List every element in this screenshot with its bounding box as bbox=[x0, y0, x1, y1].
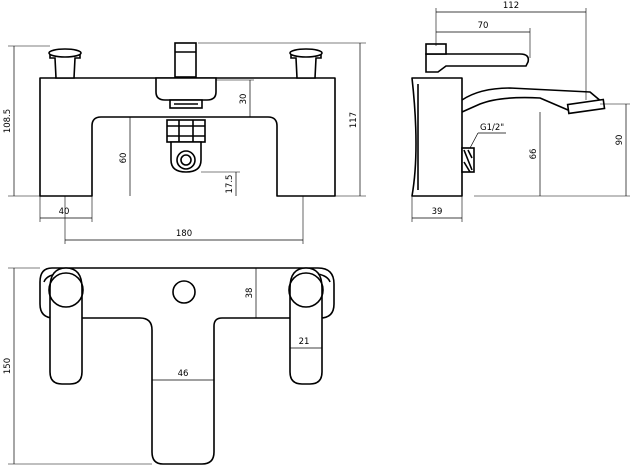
dim-side-70: 70 bbox=[478, 21, 489, 31]
front-connector-nut bbox=[166, 119, 206, 143]
plan-left-lever bbox=[49, 267, 83, 385]
dim-front-180: 180 bbox=[176, 229, 192, 239]
plan-body bbox=[39, 267, 335, 465]
dim-plan-150: 150 bbox=[3, 358, 13, 374]
dim-side-66: 66 bbox=[529, 149, 539, 160]
front-body bbox=[39, 77, 336, 197]
front-spout-head bbox=[155, 77, 217, 101]
dim-side-thread: G1/2" bbox=[480, 123, 504, 133]
dim-plan-21: 21 bbox=[299, 337, 310, 347]
dim-front-60: 60 bbox=[119, 153, 129, 164]
plan-view: 38 21 150 46 bbox=[3, 267, 335, 465]
dim-side-39: 39 bbox=[432, 207, 443, 217]
dim-front-17-5: 17.5 bbox=[225, 175, 235, 194]
dim-side-112: 112 bbox=[503, 1, 519, 11]
plan-right-lever bbox=[289, 267, 323, 385]
dim-front-108-5: 108.5 bbox=[3, 109, 13, 133]
front-view: 108.5 30 117 60 17.5 40 180 bbox=[3, 42, 366, 244]
front-diverter-knob bbox=[174, 42, 197, 78]
dim-front-30: 30 bbox=[239, 94, 249, 105]
dim-front-40: 40 bbox=[59, 207, 70, 217]
dim-front-117: 117 bbox=[349, 112, 359, 128]
front-right-handle-cap bbox=[289, 48, 323, 58]
dim-plan-38: 38 bbox=[245, 288, 255, 299]
side-lever bbox=[425, 53, 530, 73]
plan-diverter bbox=[172, 280, 196, 304]
front-left-handle-cap bbox=[48, 48, 82, 58]
dim-plan-46: 46 bbox=[178, 369, 189, 379]
dim-side-90: 90 bbox=[615, 135, 625, 146]
side-body bbox=[411, 77, 463, 197]
side-view: 112 70 G1/2" 66 90 39 bbox=[411, 1, 630, 222]
